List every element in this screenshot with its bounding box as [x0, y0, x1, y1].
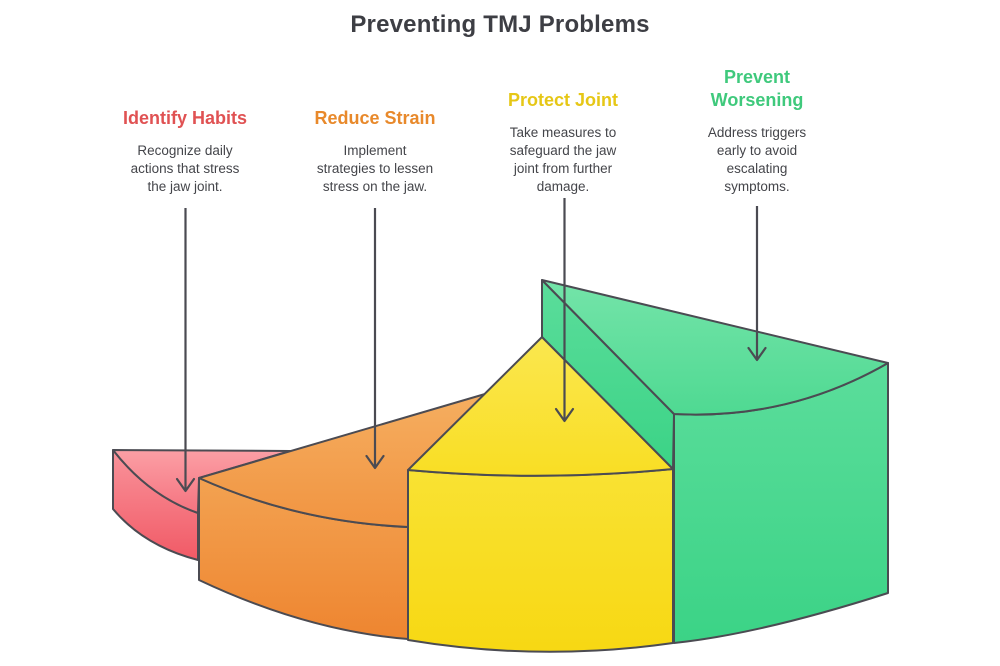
step-desc-reduce-strain: Implement strategies to lessen stress on…	[316, 143, 434, 194]
step-label-prevent-worsening: Prevent Worsening	[710, 67, 804, 110]
page-title: Preventing TMJ Problems	[350, 11, 650, 38]
wedge-green-top-face	[541, 279, 889, 416]
arrow-reduce-strain	[365, 208, 385, 470]
arrow-prevent-worsening	[747, 206, 767, 362]
step-desc-prevent-worsening: Address triggers early to avoid escalati…	[707, 125, 807, 194]
wedge-prevent-worsening	[541, 279, 889, 644]
step-desc-protect-joint: Take measures to safeguard the jaw joint…	[509, 125, 617, 194]
wedge-yellow-top-face	[407, 336, 674, 477]
arrow-protect-joint	[554, 198, 575, 423]
step-desc-identify-habits: Recognize daily actions that stress the …	[130, 143, 240, 194]
step-label-reduce-strain: Reduce Strain	[314, 108, 436, 128]
step-label-identify-habits: Identify Habits	[122, 108, 247, 128]
arrow-identify-habits	[175, 208, 196, 493]
step-label-protect-joint: Protect Joint	[507, 90, 618, 110]
wedge-yellow-front-wall	[407, 468, 674, 653]
wedge-protect-joint	[407, 336, 674, 653]
